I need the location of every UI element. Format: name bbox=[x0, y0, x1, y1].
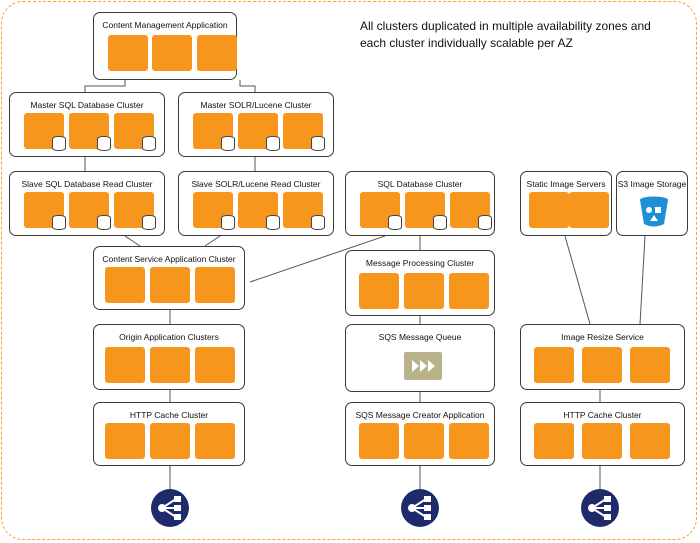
database-icon bbox=[193, 113, 235, 151]
s3-bucket-icon bbox=[640, 196, 668, 227]
server-node-icon bbox=[105, 267, 145, 303]
database-icon bbox=[283, 113, 325, 151]
http-cache-cluster-box: HTTP Cache Cluster bbox=[520, 402, 685, 466]
server-node-icon bbox=[404, 423, 444, 459]
database-icon bbox=[360, 192, 402, 230]
database-icon bbox=[405, 192, 447, 230]
sql-database-cluster-box: SQL Database Cluster bbox=[345, 171, 495, 236]
server-node-icon bbox=[108, 35, 148, 71]
load-balancer-icon bbox=[581, 489, 619, 527]
box-title: Master SOLR/Lucene Cluster bbox=[200, 100, 312, 110]
box-title: Static Image Servers bbox=[526, 179, 606, 189]
server-node-icon bbox=[582, 347, 622, 383]
server-node-icon bbox=[630, 347, 670, 383]
box-title: Content Service Application Cluster bbox=[102, 254, 236, 264]
server-node-icon bbox=[195, 267, 235, 303]
server-node-icon bbox=[449, 273, 489, 309]
database-icon bbox=[238, 113, 280, 151]
server-node-icon bbox=[404, 273, 444, 309]
origin-application-clusters-box: Origin Application Clusters bbox=[93, 324, 245, 390]
connector-cma-to-master-solr bbox=[239, 80, 256, 92]
box-title: Image Resize Service bbox=[561, 332, 644, 342]
server-node-icon bbox=[569, 192, 609, 228]
http-cache-cluster-box: HTTP Cache Cluster bbox=[93, 402, 245, 466]
sqs-message-queue-box: SQS Message Queue bbox=[345, 324, 495, 392]
slave-sql-database-read-cluster-box: Slave SQL Database Read Cluster bbox=[9, 171, 165, 236]
connector-cma-to-master-sql bbox=[84, 80, 126, 92]
box-title: Message Processing Cluster bbox=[365, 258, 475, 268]
load-balancer-icon bbox=[151, 489, 189, 527]
database-icon bbox=[24, 113, 66, 151]
connector-slave-solr-to-content-svc bbox=[204, 235, 221, 247]
server-node-icon bbox=[359, 273, 399, 309]
box-title: Slave SQL Database Read Cluster bbox=[21, 179, 153, 189]
sqs-message-creator-application-box: SQS Message Creator Application bbox=[345, 402, 495, 466]
database-icon bbox=[24, 192, 66, 230]
slave-solr-lucene-read-cluster-box: Slave SOLR/Lucene Read Cluster bbox=[178, 171, 334, 236]
box-title: SQS Message Queue bbox=[378, 332, 462, 342]
database-icon bbox=[114, 192, 156, 230]
database-icon bbox=[450, 192, 492, 230]
static-image-servers-box: Static Image Servers bbox=[520, 171, 612, 236]
server-node-icon bbox=[105, 423, 145, 459]
connector-static-to-resize bbox=[564, 235, 591, 325]
box-title: Master SQL Database Cluster bbox=[30, 100, 144, 110]
message-processing-cluster-box: Message Processing Cluster bbox=[345, 250, 495, 316]
database-icon bbox=[69, 192, 111, 230]
database-icon bbox=[69, 113, 111, 151]
box-title: HTTP Cache Cluster bbox=[129, 410, 209, 420]
server-node-icon bbox=[195, 347, 235, 383]
server-node-icon bbox=[105, 347, 145, 383]
content-management-application-box: Content Management Application bbox=[93, 12, 237, 80]
connector-s3-to-resize bbox=[639, 235, 646, 325]
box-title: Content Management Application bbox=[102, 20, 228, 30]
box-title: SQS Message Creator Application bbox=[355, 410, 485, 420]
box-title: Slave SOLR/Lucene Read Cluster bbox=[191, 179, 321, 189]
database-icon bbox=[238, 192, 280, 230]
server-node-icon bbox=[630, 423, 670, 459]
server-node-icon bbox=[152, 35, 192, 71]
server-node-icon bbox=[150, 267, 190, 303]
image-resize-service-box: Image Resize Service bbox=[520, 324, 685, 390]
server-node-icon bbox=[534, 423, 574, 459]
database-icon bbox=[114, 113, 156, 151]
master-sql-database-cluster-box: Master SQL Database Cluster bbox=[9, 92, 165, 157]
database-icon bbox=[283, 192, 325, 230]
s3-image-storage-box: S3 Image Storage bbox=[616, 171, 688, 236]
content-service-application-cluster-box: Content Service Application Cluster bbox=[93, 246, 245, 310]
server-node-icon bbox=[529, 192, 569, 228]
server-node-icon bbox=[582, 423, 622, 459]
server-node-icon bbox=[197, 35, 237, 71]
sqs-queue-icon bbox=[404, 352, 442, 380]
box-title: S3 Image Storage bbox=[617, 179, 687, 189]
database-icon bbox=[193, 192, 235, 230]
server-node-icon bbox=[449, 423, 489, 459]
box-title: HTTP Cache Cluster bbox=[563, 410, 642, 420]
queue-arrows-icon bbox=[412, 360, 435, 372]
availability-zone-note: All clusters duplicated in multiple avai… bbox=[360, 19, 651, 50]
server-node-icon bbox=[150, 347, 190, 383]
server-node-icon bbox=[359, 423, 399, 459]
connector-slave-sql-to-content-svc bbox=[124, 235, 141, 247]
server-node-icon bbox=[150, 423, 190, 459]
box-title: SQL Database Cluster bbox=[377, 179, 463, 189]
master-solr-lucene-cluster-box: Master SOLR/Lucene Cluster bbox=[178, 92, 334, 157]
connector-sql-db-to-content-svc bbox=[249, 235, 386, 283]
server-node-icon bbox=[195, 423, 235, 459]
box-title: Origin Application Clusters bbox=[119, 332, 219, 342]
server-node-icon bbox=[534, 347, 574, 383]
load-balancer-icon bbox=[401, 489, 439, 527]
